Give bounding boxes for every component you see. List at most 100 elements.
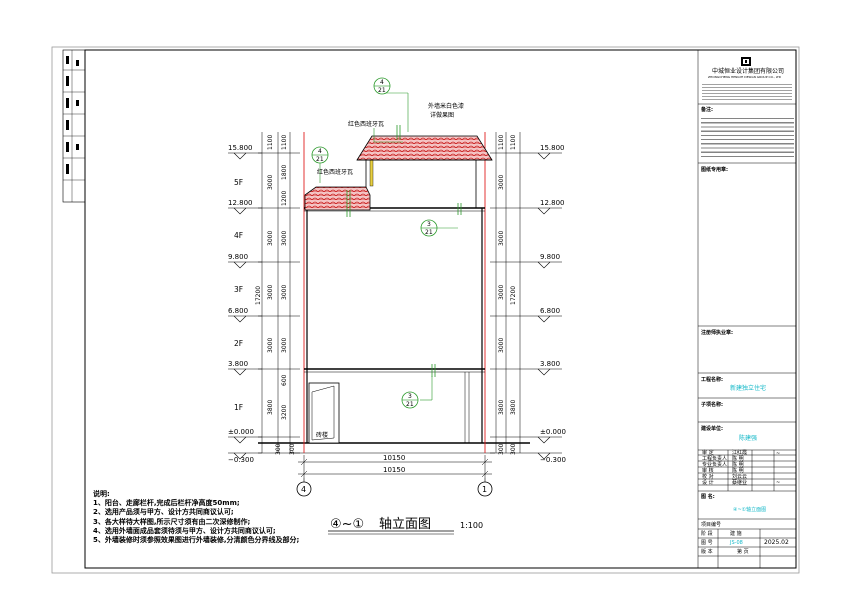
dim-left-inner-8: 3200 <box>281 405 288 420</box>
level-label-3-left: 6.800 <box>228 307 248 315</box>
dim-right-outer-3: 300 <box>510 443 517 455</box>
version-label: 版 本 <box>701 549 713 555</box>
annotation-roof-tile-lower: 红色西班牙瓦 <box>317 168 353 176</box>
project-no-label: 项目编号 <box>701 522 722 528</box>
role-5: 设 计 <box>702 480 714 486</box>
detail-bubble-mid: 3 21 <box>420 219 438 237</box>
annotation-wall-paint-2: 详做果图 <box>430 111 454 119</box>
role-0: 审 定 <box>702 450 714 456</box>
annotation-wall-paint-1: 外墙米白色漆 <box>428 102 464 110</box>
dim-left-outer-5: 3000 <box>267 338 274 353</box>
dim-right-inner-3: 3000 <box>498 231 505 246</box>
level-label-roof-left: 15.800 <box>228 144 253 152</box>
main-roof-tiles <box>356 135 493 161</box>
dim-right-inner-4: 3000 <box>498 285 505 300</box>
role-name-4: 刘云云 <box>732 474 748 480</box>
detail-bubble-low: 3 21 <box>401 391 419 409</box>
level-markers <box>228 152 562 460</box>
page-label: 第 页 <box>737 549 749 555</box>
dim-left-inner-4: 3000 <box>281 231 288 246</box>
level-label-base-right: −0.300 <box>540 456 566 464</box>
left-binding-strip <box>62 49 86 203</box>
dim-left-inner-1: 1100 <box>281 135 288 150</box>
level-label-4-right: 9.800 <box>540 253 560 261</box>
axis-bubble-4: 4 <box>296 478 312 497</box>
bubble-top-den: 21 <box>378 87 386 94</box>
company-cert-text <box>702 82 792 100</box>
role-2: 专业负责人 <box>702 462 728 468</box>
dim-right-total: 17200 <box>510 286 517 305</box>
elevation-drawing <box>258 92 530 454</box>
dim-right-inner-2: 3000 <box>498 175 505 190</box>
dim-width-top: 10150 <box>383 454 405 462</box>
stage-value: 建 施 <box>730 531 742 537</box>
axis-label-right: 1 <box>482 485 487 494</box>
note-item-4: 4、选用外墙面成品套须待须与甲方、设计方共同商议认可; <box>93 526 276 535</box>
drawing-title: ④~① 轴立面图 1:100 <box>328 517 483 535</box>
lower-roof-tiles <box>304 186 371 211</box>
role-1: 工程负责人 <box>702 456 728 462</box>
dim-left-outer-6: 3800 <box>267 400 274 415</box>
axis-bubble-1: 1 <box>477 478 493 497</box>
drawing-name-value: ④~①轴立面图 <box>733 507 767 513</box>
note-item-5: 5、外墙装修时须参照效果图进行外墙装修,分清颜色分界线及部分; <box>93 536 300 545</box>
dim-width-bottom: 10150 <box>383 466 405 474</box>
drawing-name-label: 图 名: <box>701 494 715 500</box>
detail-bubble-left: 4 21 <box>311 146 329 164</box>
level-label-2-right: 3.800 <box>540 360 560 368</box>
notes-heading: 说明: <box>93 490 110 498</box>
floor-label-1f: 1F <box>234 403 243 412</box>
horizontal-dimensions <box>298 455 492 478</box>
dim-left-outer-2: 3000 <box>267 175 274 190</box>
floor-label-4f: 4F <box>234 231 243 240</box>
signature-5: ~ <box>776 480 781 486</box>
note-item-3: 3、各大样待大样图,所示尺寸须有由二次深修制作; <box>93 517 251 526</box>
dim-right-inner-6: 3800 <box>498 400 505 415</box>
inner-drawing-frame <box>84 49 797 569</box>
seal-label: 图纸专用章: <box>701 167 729 173</box>
bubble-low-num: 3 <box>408 393 412 400</box>
note-item-2: 2、选用产品须与甲方、设计方共同商议认可; <box>93 508 234 517</box>
sheet-no-label: 图 号 <box>701 540 713 546</box>
right-dimensions <box>490 132 530 454</box>
date-value: 2025.02 <box>764 539 789 546</box>
remark-label: 备注: <box>701 107 713 113</box>
floor-label-5f: 5F <box>234 178 243 187</box>
dim-left-inner-9: 300 <box>289 443 296 455</box>
level-label-base-left: −0.300 <box>228 456 254 464</box>
company-name: 中城恒业设计集团有限公司 <box>712 68 785 75</box>
bubble-left-num: 4 <box>318 148 322 155</box>
dim-left-outer-1: 1100 <box>267 135 274 150</box>
dim-left-inner-2: 1800 <box>281 165 288 180</box>
bubble-mid-num: 3 <box>427 221 431 228</box>
detail-bubble-top: 4 21 <box>373 77 391 95</box>
left-dimensions <box>258 132 300 454</box>
role-name-5: 蔡继业 <box>732 480 748 486</box>
drawing-title-axes: ④~① <box>330 517 364 532</box>
dim-right-outer-2: 3800 <box>510 400 517 415</box>
drawing-scale: 1:100 <box>460 521 483 530</box>
dim-right-inner-7: 300 <box>498 443 505 455</box>
owner-value: 陈建强 <box>739 435 758 442</box>
company-logo <box>741 57 751 66</box>
sheet-no-value: JS-08 <box>730 540 743 546</box>
dim-left-total: 17200 <box>255 286 262 305</box>
title-block <box>697 50 796 568</box>
floor-label-2f: 2F <box>234 339 243 348</box>
dim-right-inner-5: 3000 <box>498 338 505 353</box>
axis-label-left: 4 <box>301 485 306 494</box>
bubble-mid-den: 21 <box>425 229 433 236</box>
dim-left-inner-6: 3000 <box>281 338 288 353</box>
role-3: 审 核 <box>702 468 714 474</box>
role-name-1: 陈 明 <box>732 456 744 462</box>
annotation-roof-tile-main: 红色西班牙瓦 <box>348 120 384 128</box>
remark-text <box>701 115 794 159</box>
bubble-low-den: 21 <box>406 401 414 408</box>
bubble-top-num: 4 <box>380 79 384 86</box>
dim-left-outer-7: 300 <box>275 443 282 455</box>
role-4: 校 对 <box>702 474 714 480</box>
dim-left-inner-7: 600 <box>281 374 288 386</box>
dim-left-outer-3: 3000 <box>267 231 274 246</box>
level-label-ground-left: ±0.000 <box>228 428 254 436</box>
floor-label-3f: 3F <box>234 285 243 294</box>
